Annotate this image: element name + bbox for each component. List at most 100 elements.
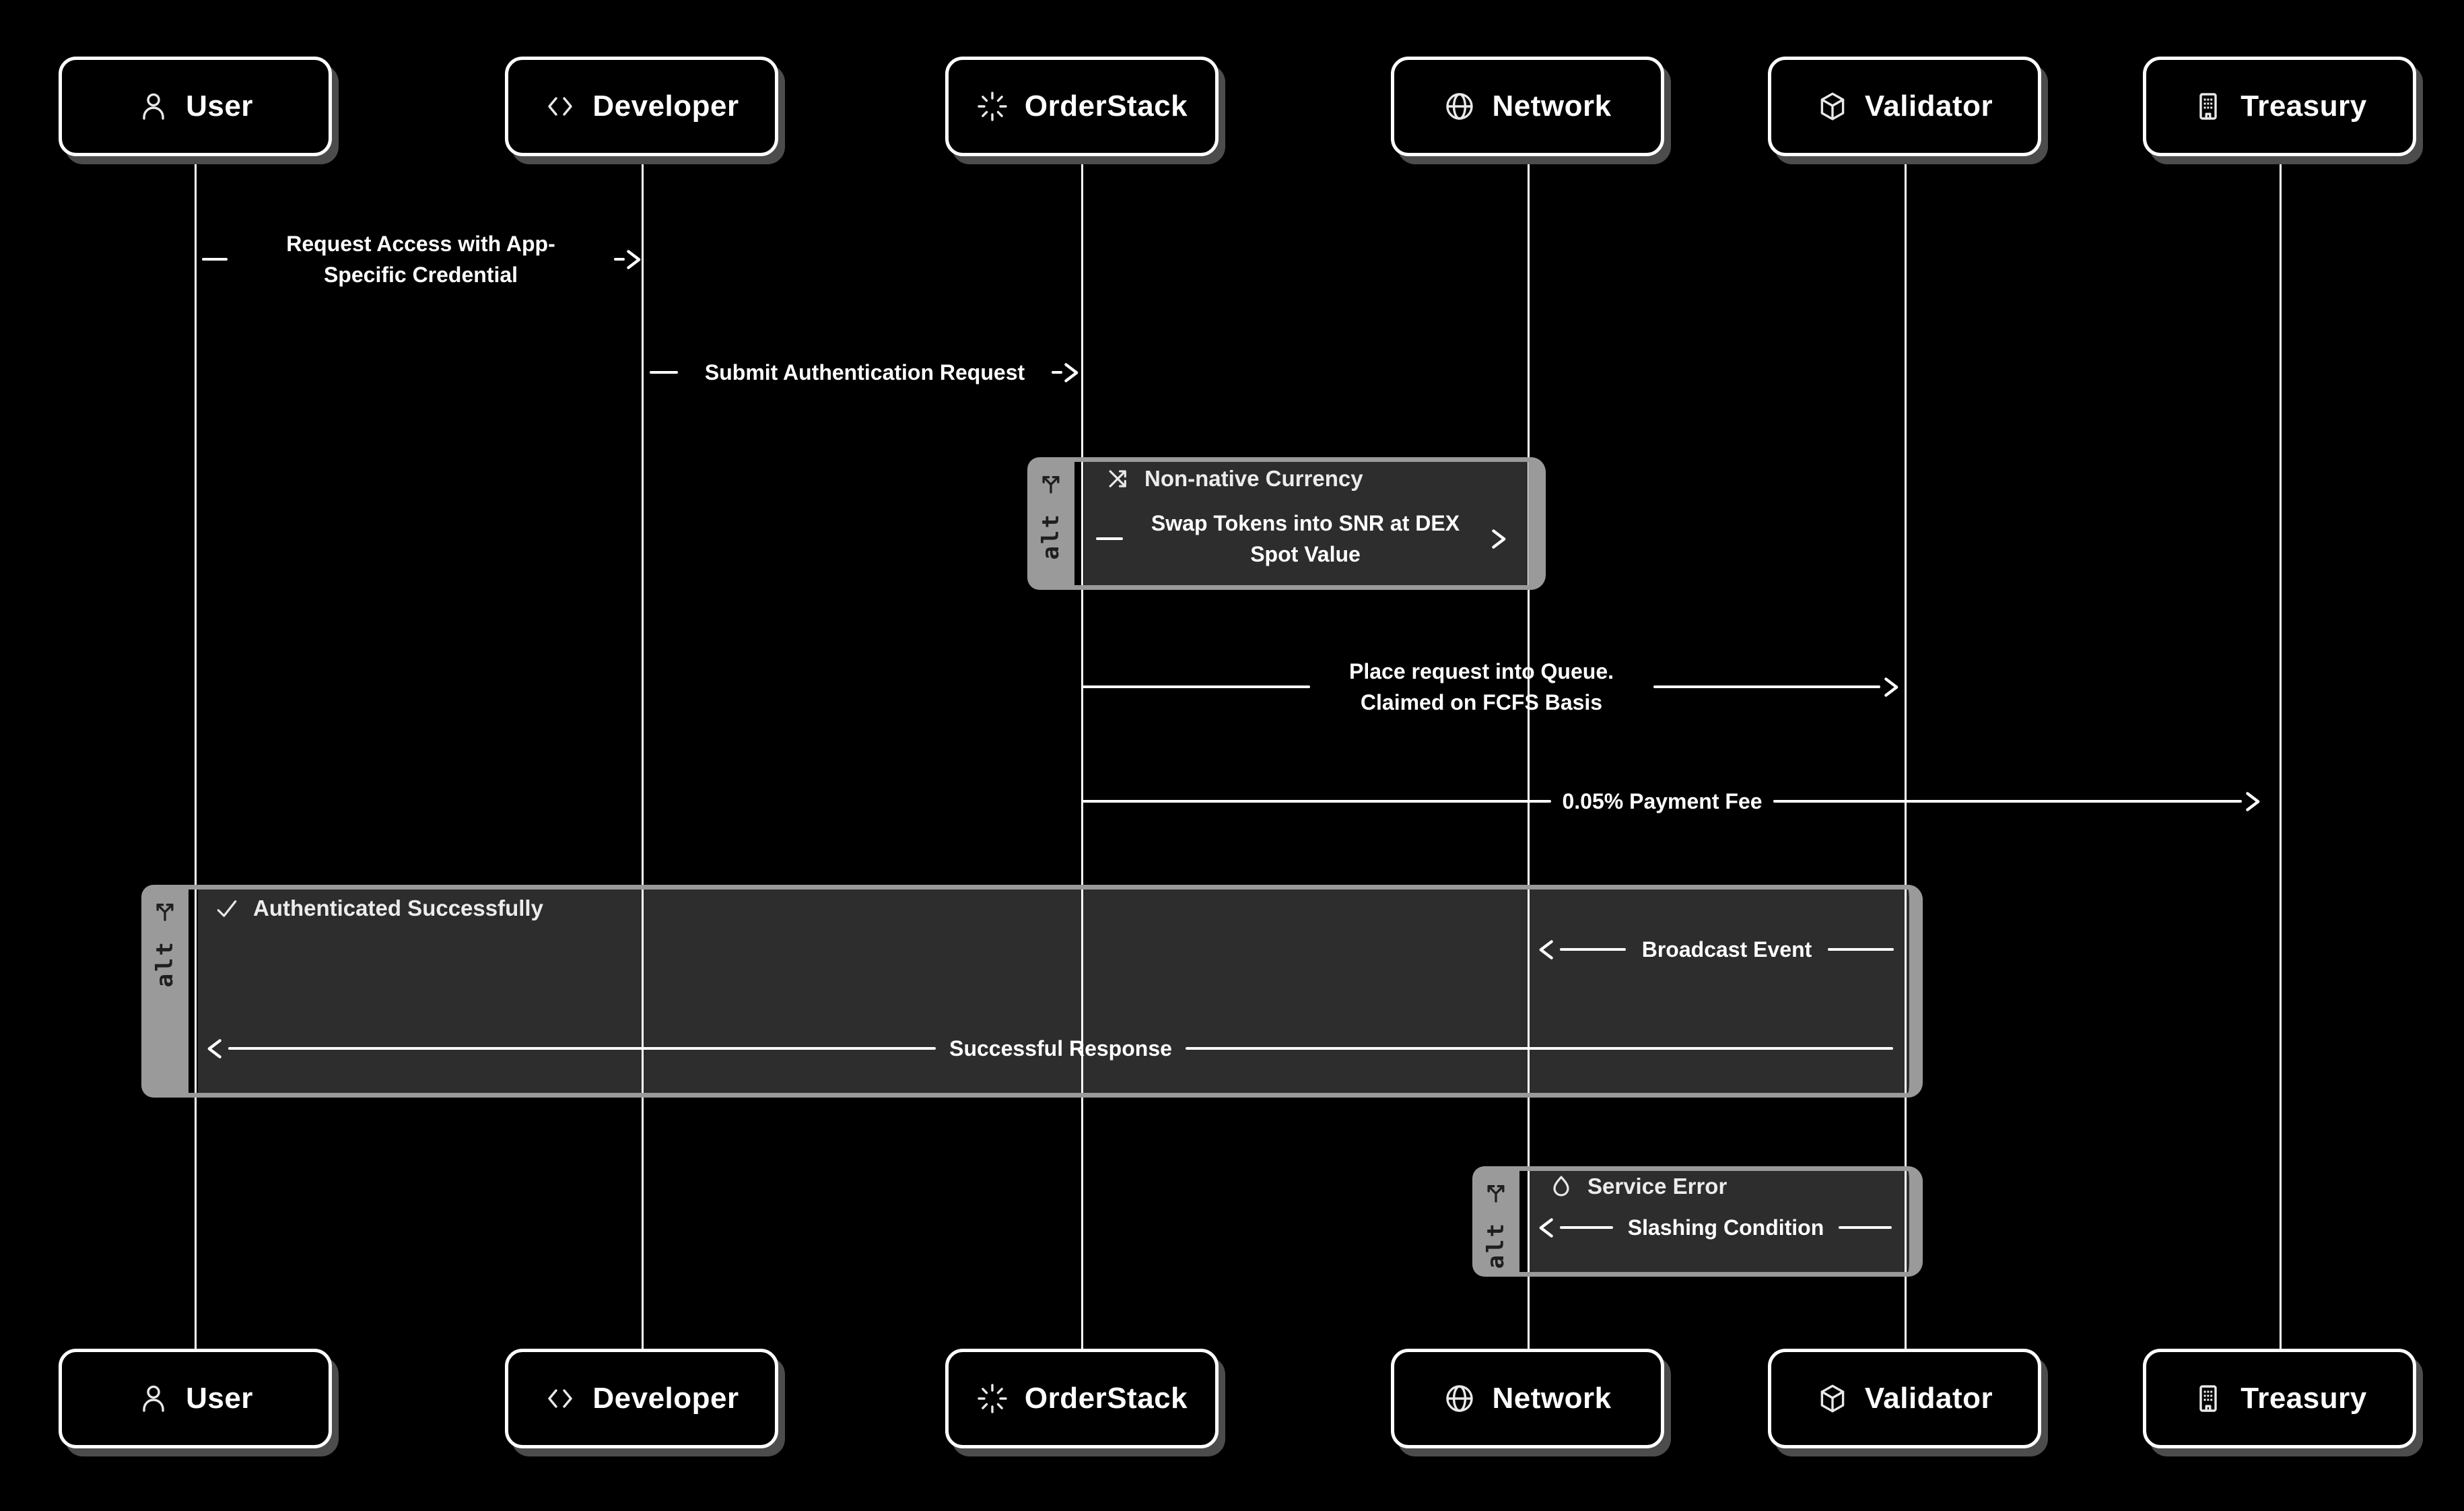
frame-gap-strip (1519, 1166, 1529, 1277)
alt-frame-panel-auth-success (141, 885, 1923, 1098)
globe-icon (1446, 93, 1474, 120)
loader-icon (978, 1384, 1007, 1413)
actor-treasury-bottom: Treasury (2143, 1349, 2416, 1448)
alt-frame-border-non-native: alt (1027, 457, 1546, 590)
message-broadcast-event: Broadcast Event (1537, 929, 1894, 970)
lifeline-user (195, 154, 197, 1352)
actor-label: OrderStack (1024, 1382, 1188, 1415)
actor-developer-top: Developer (505, 57, 778, 156)
actor-validator-top: Validator (1768, 57, 2041, 156)
alt-title-authenticated-successfully: Authenticated Successfully (214, 887, 543, 929)
arrowhead-right-icon (2246, 791, 2260, 811)
globe-icon (1446, 1385, 1474, 1412)
actor-orderstack-bottom: OrderStack (945, 1349, 1219, 1448)
code-icon (548, 1389, 573, 1408)
message-line-segment (614, 258, 625, 261)
message-label: Slashing Condition (1627, 1215, 1824, 1240)
lifeline-treasury (2280, 154, 2282, 1352)
message-line-segment (1839, 1226, 1892, 1229)
check-icon (217, 900, 237, 917)
cube-icon (1820, 1384, 1845, 1413)
message-line-segment (1096, 537, 1123, 540)
actor-network-top: Network (1391, 57, 1664, 156)
building-icon (2199, 1385, 2217, 1412)
message-line-segment (1828, 948, 1894, 951)
alt-frame-border-service-error: alt (1472, 1166, 1923, 1277)
message-line-segment (1083, 800, 1552, 803)
alt-frame-panel-non-native (1027, 457, 1546, 590)
code-icon (548, 97, 573, 116)
arrowhead-left-icon (1539, 939, 1553, 960)
alt-frame-label-bar: alt (1472, 1166, 1519, 1277)
alt-frame-tag: alt (1037, 512, 1064, 560)
message-successful-response: Successful Response (205, 1028, 1894, 1069)
flame-icon (1553, 1176, 1569, 1197)
split-arrows-icon (156, 904, 174, 921)
message-place-queue: Place request into Queue. Claimed on FCF… (1083, 646, 1901, 727)
actor-label: User (186, 90, 253, 123)
alt-title-text: Authenticated Successfully (253, 896, 543, 920)
message-label: Place request into Queue. Claimed on FCF… (1349, 659, 1614, 714)
actor-label: Validator (1864, 90, 1993, 123)
message-submit-auth: Submit Authentication Request (650, 352, 1081, 393)
message-line-segment (1052, 371, 1063, 374)
message-label: Broadcast Event (1641, 937, 1812, 962)
message-label: 0.05% Payment Fee (1562, 788, 1763, 813)
lifeline-validator (1905, 154, 1907, 1352)
message-slashing-condition: Slashing Condition (1537, 1207, 1892, 1248)
message-payment-fee: 0.05% Payment Fee (1083, 781, 2262, 821)
alt-title-text: Non-native Currency (1144, 466, 1363, 491)
message-label: Swap Tokens into SNR at DEX Spot Value (1151, 510, 1460, 566)
message-line-segment (1083, 685, 1310, 688)
message-line-segment (650, 371, 678, 374)
actor-label: Treasury (2240, 1382, 2367, 1415)
message-label: Successful Response (949, 1036, 1172, 1061)
arrowhead-right-icon (1884, 677, 1898, 697)
shuffle-icon (1109, 470, 1126, 488)
actor-user-bottom: User (59, 1349, 332, 1448)
arrowhead-right-icon (1492, 529, 1506, 549)
actor-validator-bottom: Validator (1768, 1349, 2041, 1448)
actor-user-top: User (59, 57, 332, 156)
actor-label: Validator (1864, 1382, 1993, 1415)
alt-frame-border-auth-success: alt (141, 885, 1923, 1098)
lifeline-orderstack (1081, 154, 1083, 1352)
split-arrows-icon (1487, 1185, 1505, 1203)
alt-frame-label-bar: alt (1027, 457, 1074, 590)
cube-icon (1820, 92, 1845, 121)
message-request-access: Request Access with App-Specific Credent… (202, 219, 643, 300)
user-icon (143, 93, 164, 120)
actor-label: Developer (592, 1382, 739, 1415)
alt-title-non-native-currency: Non-native Currency (1105, 458, 1363, 500)
arrowhead-right-icon (627, 249, 641, 269)
alt-frame-tag: alt (151, 940, 178, 988)
actor-label: Network (1492, 1382, 1612, 1415)
message-line-segment (1560, 948, 1626, 951)
alt-title-service-error: Service Error (1548, 1166, 1727, 1207)
message-line-segment (1560, 1226, 1613, 1229)
actor-label: Treasury (2240, 90, 2367, 123)
actor-orderstack-top: OrderStack (945, 57, 1219, 156)
lifeline-developer (642, 154, 644, 1352)
building-icon (2199, 93, 2217, 120)
arrowhead-left-icon (207, 1038, 221, 1059)
actor-network-bottom: Network (1391, 1349, 1664, 1448)
message-label: Submit Authentication Request (704, 360, 1025, 384)
alt-title-text: Service Error (1587, 1174, 1727, 1199)
actor-label: Developer (592, 90, 739, 123)
message-line-segment (228, 1047, 936, 1050)
lifeline-network (1528, 154, 1530, 1352)
message-swap-tokens: Swap Tokens into SNR at DEX Spot Value (1096, 498, 1508, 579)
actor-label: User (186, 1382, 253, 1415)
arrowhead-left-icon (1539, 1217, 1553, 1238)
message-line-segment (1773, 800, 2243, 803)
actor-label: Network (1492, 90, 1612, 123)
user-icon (143, 1385, 164, 1412)
actor-label: OrderStack (1024, 90, 1188, 123)
message-line-segment (1185, 1047, 1894, 1050)
message-line-segment (202, 258, 228, 261)
alt-frame-label-bar: alt (141, 885, 189, 1098)
message-line-segment (1653, 685, 1880, 688)
arrowhead-right-icon (1064, 362, 1079, 382)
